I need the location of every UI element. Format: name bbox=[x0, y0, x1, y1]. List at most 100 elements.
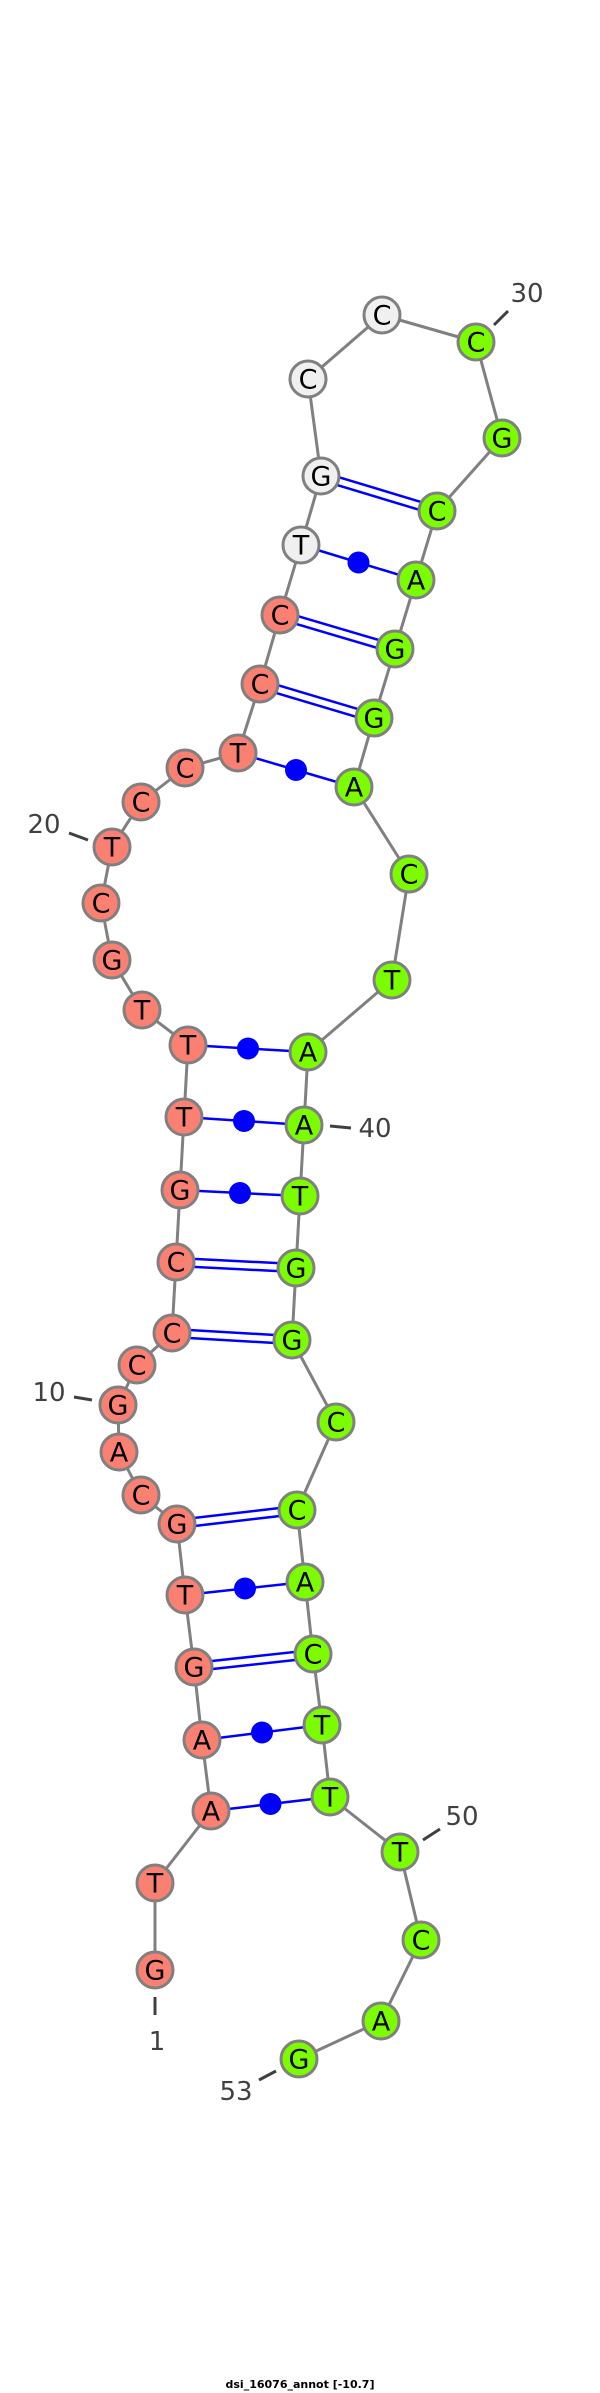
nucleotide-letter: C bbox=[467, 328, 486, 359]
bond-dot bbox=[234, 1577, 256, 1600]
nucleotide-19: C bbox=[81, 883, 121, 923]
nucleotide-4: A bbox=[182, 1720, 222, 1760]
nucleotide-13: C bbox=[156, 1242, 196, 1282]
nucleotide-letter: G bbox=[167, 1510, 188, 1541]
nucleotide-letter: C bbox=[163, 1319, 182, 1350]
nucleotide-letter: C bbox=[428, 497, 447, 528]
nucleotide-letter: G bbox=[364, 704, 385, 735]
nucleotide-6: T bbox=[165, 1575, 205, 1615]
label-tick bbox=[492, 309, 510, 327]
nucleotide-letter: C bbox=[373, 301, 392, 332]
bond-dot bbox=[251, 1721, 273, 1744]
nucleotide-25: C bbox=[260, 595, 300, 635]
nucleotide-circle bbox=[310, 1777, 350, 1817]
base-pair-layer bbox=[171, 470, 439, 1815]
gc-pair-bond bbox=[193, 1648, 314, 1673]
nucleotide-8: C bbox=[121, 1475, 161, 1515]
nucleotide-letter: C bbox=[128, 1351, 147, 1382]
pair-bond bbox=[210, 1793, 331, 1815]
bond-dot bbox=[229, 1182, 251, 1204]
gc-pair-bond bbox=[176, 1504, 298, 1530]
bond-line bbox=[321, 470, 439, 509]
nucleotide-14: G bbox=[160, 1170, 200, 1210]
nucleotide-7: G bbox=[157, 1504, 197, 1544]
label-tick bbox=[258, 2069, 277, 2082]
nucleotide-letter: T bbox=[146, 1869, 164, 1900]
nucleotide-3: A bbox=[191, 1791, 231, 1831]
nucleotide-letter: T bbox=[313, 1711, 331, 1742]
label-number: 50 bbox=[445, 1802, 478, 1832]
label-tick bbox=[68, 831, 89, 842]
nucleotide-circle bbox=[260, 595, 300, 635]
pair-bond bbox=[300, 543, 417, 582]
position-label-50: 50 bbox=[422, 1802, 479, 1842]
nucleotide-letter: A bbox=[193, 1726, 212, 1757]
nucleotide-circle bbox=[276, 1248, 316, 1288]
nucleotide-letter: G bbox=[145, 1956, 166, 1987]
nucleotide-39: A bbox=[288, 1032, 328, 1072]
nucleotide-circle bbox=[98, 1385, 138, 1425]
nucleotide-letter: C bbox=[304, 1640, 323, 1671]
nucleotide-circle bbox=[285, 1562, 325, 1602]
nucleotide-letter: A bbox=[299, 1038, 318, 1069]
nucleotide-circle bbox=[293, 1634, 333, 1674]
nucleotide-letter: A bbox=[407, 566, 426, 597]
label-number: 40 bbox=[358, 1114, 391, 1144]
nucleotide-circle bbox=[99, 1432, 139, 1472]
nucleotide-43: G bbox=[272, 1320, 312, 1360]
bond-dot bbox=[259, 1793, 282, 1815]
position-label-40: 40 bbox=[329, 1114, 392, 1144]
nucleotide-letter: T bbox=[175, 1103, 193, 1134]
label-number: 10 bbox=[32, 1378, 65, 1408]
pair-bond bbox=[179, 1182, 301, 1204]
nucleotide-40: A bbox=[284, 1105, 324, 1145]
pair-bond bbox=[183, 1110, 305, 1132]
pair-bond bbox=[201, 1721, 323, 1744]
nucleotide-letter: G bbox=[311, 462, 332, 493]
nucleotide-48: T bbox=[302, 1705, 342, 1745]
nucleotide-37: C bbox=[389, 854, 429, 894]
nucleotide-circle bbox=[160, 1170, 200, 1210]
nucleotide-12: C bbox=[152, 1313, 192, 1353]
nucleotide-33: A bbox=[396, 560, 436, 600]
bond-line bbox=[280, 609, 397, 647]
nucleotide-24: C bbox=[240, 664, 280, 704]
nucleotide-letter: G bbox=[385, 635, 406, 666]
nucleotide-circle bbox=[482, 418, 522, 458]
nucleotide-1: G bbox=[135, 1950, 175, 1990]
nucleotide-16: T bbox=[168, 1025, 208, 1065]
nucleotide-letter: T bbox=[103, 833, 121, 864]
nucleotide-circle bbox=[121, 782, 161, 822]
nucleotide-circle bbox=[174, 1647, 214, 1687]
nucleotide-circle bbox=[81, 883, 121, 923]
nucleotide-circle bbox=[389, 854, 429, 894]
label-tick bbox=[329, 1124, 352, 1130]
nucleotide-letter: C bbox=[299, 365, 318, 396]
nucleotide-circle bbox=[362, 295, 402, 335]
bond-line bbox=[177, 1512, 298, 1530]
nucleotide-circle bbox=[92, 827, 132, 867]
pair-bond bbox=[187, 1037, 309, 1060]
bond-line bbox=[194, 1656, 314, 1673]
bond-line bbox=[176, 1256, 297, 1266]
nucleotide-letter: G bbox=[286, 1254, 307, 1285]
nucleotide-letter: G bbox=[184, 1653, 205, 1684]
nucleotide-letter: C bbox=[412, 1926, 431, 1957]
nucleotide-circle bbox=[361, 2001, 401, 2041]
nucleotide-18: G bbox=[92, 940, 132, 980]
nucleotide-circle bbox=[396, 560, 436, 600]
nucleotide-circle bbox=[316, 1402, 356, 1442]
pair-bond bbox=[237, 751, 355, 789]
nucleotide-letter: C bbox=[176, 754, 195, 785]
bond-line bbox=[175, 1264, 296, 1274]
position-label-30: 30 bbox=[492, 279, 544, 327]
nucleotide-circle bbox=[417, 491, 457, 531]
bond-line bbox=[176, 1504, 297, 1522]
nucleotide-circle bbox=[92, 940, 132, 980]
bond-line bbox=[172, 1327, 293, 1338]
gc-pair-bond bbox=[175, 1256, 297, 1274]
nucleotide-letter: C bbox=[288, 1496, 307, 1527]
nucleotide-circle bbox=[191, 1791, 231, 1831]
nucleotide-letter: A bbox=[296, 1568, 315, 1599]
label-number: 1 bbox=[149, 2027, 166, 2057]
